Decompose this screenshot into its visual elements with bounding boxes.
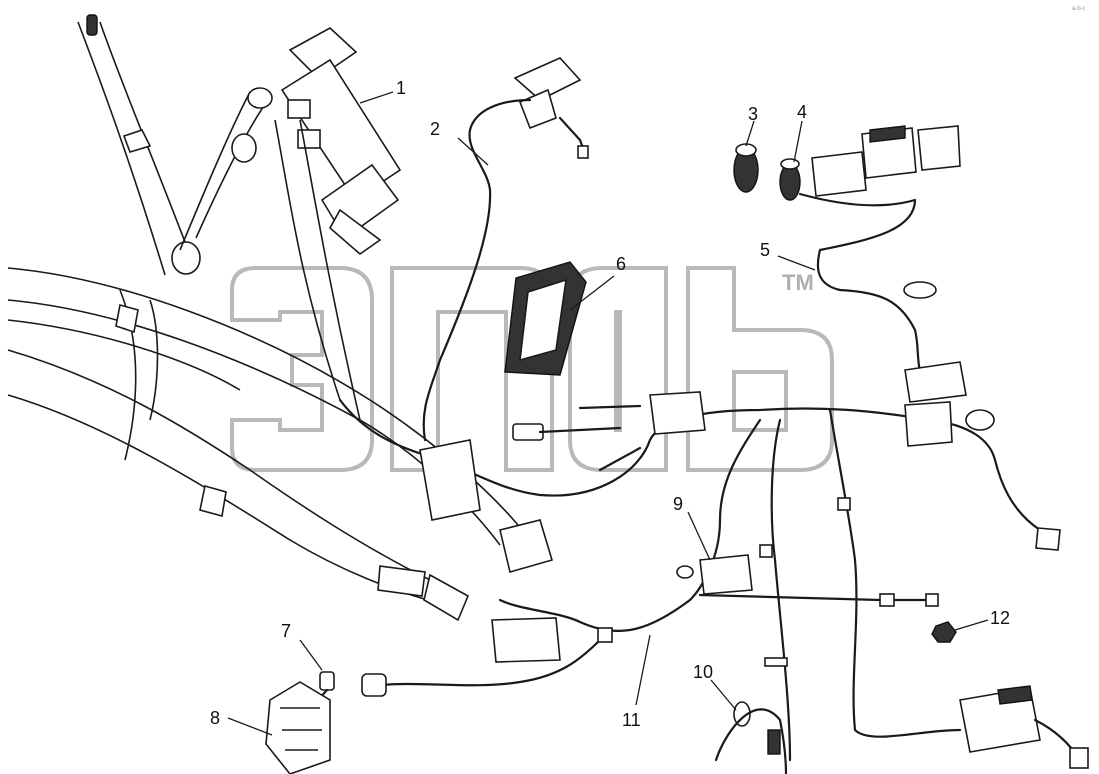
part-4-plug bbox=[779, 158, 801, 201]
callout-4: 4 bbox=[797, 102, 807, 122]
callout-2: 2 bbox=[430, 119, 440, 139]
part-9-junction-clip bbox=[676, 554, 753, 595]
callout-11: 11 bbox=[622, 710, 641, 730]
connector-cluster-lower-right bbox=[959, 685, 1089, 769]
part-12-nut bbox=[931, 621, 957, 643]
part-8-bracket bbox=[265, 681, 331, 774]
part-3-plug bbox=[733, 143, 759, 193]
part-11-branch-harness bbox=[361, 598, 692, 697]
callout-3: 3 bbox=[748, 104, 758, 124]
callout-8: 8 bbox=[210, 708, 220, 728]
corner-mark: a-b-c bbox=[1072, 6, 1086, 12]
part-2-sensor-cable bbox=[422, 57, 589, 442]
central-harness bbox=[338, 391, 1061, 762]
upper-hose bbox=[77, 14, 273, 276]
callout-10: 10 bbox=[693, 662, 713, 682]
callout-7: 7 bbox=[281, 621, 291, 641]
callout-1: 1 bbox=[396, 78, 406, 98]
part-1-connector-bracket bbox=[274, 27, 402, 421]
leader-lines bbox=[227, 91, 989, 736]
callout-12: 12 bbox=[990, 608, 1010, 628]
callout-5: 5 bbox=[760, 240, 770, 260]
callout-9: 9 bbox=[673, 494, 683, 514]
part-6-relay-module bbox=[504, 261, 587, 376]
part-10-connector bbox=[714, 701, 788, 774]
part-5-connector-harness bbox=[798, 125, 967, 403]
callout-6: 6 bbox=[616, 254, 626, 274]
main-hose-bundle bbox=[7, 267, 531, 622]
trademark-label: TM bbox=[782, 270, 814, 295]
